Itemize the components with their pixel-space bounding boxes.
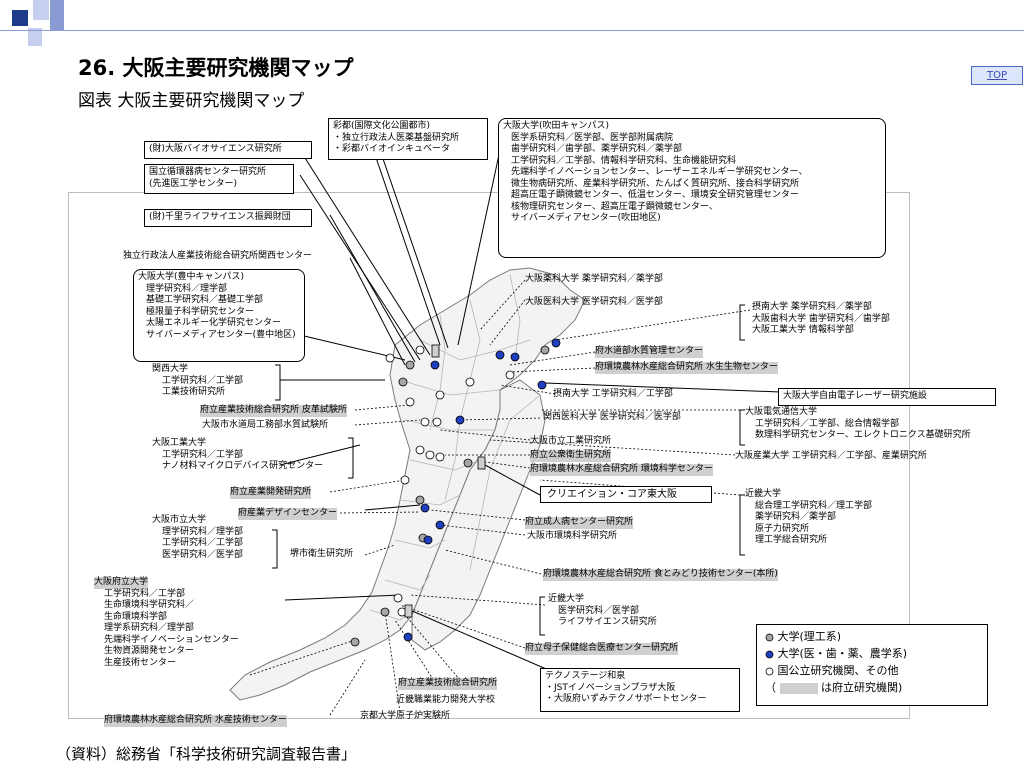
water-quality-lab-label: 大阪市水道局工務部水質試験所 (202, 420, 329, 430)
white-dot-icon (765, 667, 774, 675)
prefectural-swatch (779, 682, 818, 694)
fisheries-center-label: 府環境農林水産総合研究所 水産技術センター (104, 715, 287, 727)
marker-science-university (405, 360, 415, 370)
header-square-dark (12, 10, 28, 26)
marker-prefectural-institute (404, 604, 413, 618)
legend-row-science: 大学(理工系) (765, 628, 979, 645)
marker-national-institute (505, 370, 515, 380)
marker-national-institute (400, 475, 410, 485)
marker-science-university (415, 495, 425, 505)
env-science-center-label: 府環境農林水産総合研究所 環境科学センター (530, 464, 713, 476)
marker-national-institute (415, 445, 425, 455)
header-square-mid (50, 0, 64, 30)
marker-medical-university (495, 350, 505, 360)
medical-college-label: 大阪医科大学 医学研究科／医学部 (525, 297, 663, 307)
adult-disease-label: 府立成人病センター研究所 (525, 517, 634, 529)
aist-kansai-label: 独立行政法人産業技術総合研究所関西センター (123, 251, 313, 261)
oecu-label: 大阪電気通信大学 工学研究科／工学部、総合情報学部 数理科学研究センター、エレク… (745, 407, 971, 440)
source-note: （資料）総務省「科学技術研究調査報告書」 (56, 745, 357, 763)
ocu-label: 大阪市立大学 理学研究科／理学部 工学研究科／工学部 医学研究科／医学部 (152, 515, 244, 560)
industrial-dev-label: 府立産業開発研究所 (230, 487, 312, 499)
header-rule (0, 30, 1024, 31)
marker-medical-university (420, 503, 430, 513)
marker-national-institute (415, 345, 425, 355)
marker-medical-university (403, 632, 413, 642)
legend-row-prefectural: （ は府立研究機関) (765, 681, 903, 694)
aquatic-center-label: 府環境農林水産総合研究所 水生生物センター (595, 362, 778, 374)
legend-row-medical: 大学(医・歯・薬、農学系) (765, 645, 979, 662)
oit-label: 大阪工業大学 工学研究科／工学部 ナノ材料マイクロデバイス研究センター (152, 438, 324, 471)
marker-medical-university (435, 520, 445, 530)
suita-campus-box: 大阪大学(吹田キャンパス) 医学系研究科／医学部、医学部附属病院 歯学研究科／歯… (498, 118, 886, 258)
marker-medical-university (423, 535, 433, 545)
pharmacy-univ-label: 大阪薬科大学 薬学研究科／薬学部 (525, 274, 663, 284)
marker-national-institute (435, 452, 445, 462)
header-square-light (33, 0, 49, 20)
gray-dot-icon (765, 633, 774, 641)
city-industrial-label: 大阪市立工業研究所 (530, 436, 612, 446)
osaka-bioscience-box: (財)大阪バイオサイエンス研究所 (144, 141, 312, 159)
food-green-center-label: 府環境農林水産総合研究所 食とみどり技術センター(本所) (543, 569, 778, 581)
marker-science-university (380, 607, 390, 617)
kansai-medical-label: 関西医科大学 医学研究科／医学部 (543, 412, 681, 422)
public-health-label: 府立公衆衛生研究所 (530, 450, 612, 462)
page-title: 26. 大阪主要研究機関マップ (78, 56, 354, 80)
creation-core-box: クリエイション・コア東大阪 (540, 486, 712, 503)
map-frame (68, 192, 910, 719)
setsunan-eng-label: 摂南大学 工学研究科／工学部 (553, 389, 673, 399)
marker-national-institute (393, 593, 403, 603)
marker-national-institute (432, 417, 442, 427)
marker-medical-university (537, 380, 547, 390)
marker-medical-university (455, 415, 465, 425)
city-env-science-label: 大阪市環境科学研究所 (527, 531, 618, 541)
marker-science-university (540, 345, 550, 355)
kindai-med-label: 近畿大学 医学研究科／医学部 ライフサイエンス研究所 (548, 594, 657, 627)
fel-box: 大阪大学自由電子レーザー研究施設 (778, 388, 996, 406)
marker-national-institute (465, 377, 475, 387)
marker-prefectural-institute (477, 456, 486, 470)
osaka-sangyo-label: 大阪産業大学 工学研究科／工学部、産業研究所 (735, 451, 927, 461)
marker-science-university (350, 637, 360, 647)
technostage-box: テクノステージ和泉 ・JSTイノベーションプラザ大阪 ・大阪府いずみテクノサポー… (540, 668, 740, 712)
header-square-pale (28, 28, 42, 46)
marker-science-university (398, 377, 408, 387)
marker-medical-university (430, 360, 440, 370)
kinki-polytechnic-label: 近畿職業能力開発大学校 (396, 695, 496, 705)
marker-national-institute (425, 450, 435, 460)
kyoto-reactor-label: 京都大学原子炉実験所 (360, 711, 451, 721)
prefectural-tech-label: 府立産業技術総合研究所 (398, 678, 498, 690)
figure-caption: 図表 大阪主要研究機関マップ (78, 91, 305, 111)
kansai-univ-label: 関西大学 工学研究科／工学部 工業技術研究所 (152, 364, 244, 397)
marker-national-institute (435, 390, 445, 400)
toyonaka-campus-box: 大阪大学(豊中キャンパス) 理学研究科／理学部 基礎工学研究科／基礎工学部 極限… (133, 269, 305, 362)
design-center-label: 府産業デザインセンター (238, 508, 338, 520)
opu-label: 大阪府立大学 工学研究科／工学部 生命環境科学研究科／ 生命環境科学部 理学系研… (94, 577, 239, 668)
sakai-health-label: 堺市衛生研究所 (290, 549, 354, 559)
blue-dot-icon (765, 650, 774, 658)
legend-row-public: 国公立研究機関、その他 (765, 662, 979, 679)
marker-science-university (463, 458, 473, 468)
marker-national-institute (385, 353, 395, 363)
sangi-leather-label: 府立産業技術総合研究所 皮革試験所 (200, 405, 347, 417)
hirakata-label: 摂南大学 薬学研究科／薬学部 大阪歯科大学 歯学研究科／歯学部 大阪工業大学 情… (752, 302, 890, 335)
top-link-button[interactable]: TOP (971, 66, 1023, 85)
marker-prefectural-institute (431, 344, 440, 358)
senri-life-box: (財)千里ライフサイエンス振興財団 (144, 209, 312, 227)
water-management-label: 府水道部水質管理センター (595, 346, 704, 358)
marker-medical-university (510, 352, 520, 362)
ncvc-box: 国立循環器病センター研究所 (先進医工学センター) (144, 164, 294, 194)
legend: 大学(理工系) 大学(医・歯・薬、農学系) 国公立研究機関、その他 （ は府立研… (756, 624, 988, 706)
marker-medical-university (551, 338, 561, 348)
saito-box: 彩都(国際文化公園都市) ・独立行政法人医薬基盤研究所 ・彩都バイオインキュベー… (328, 118, 488, 160)
kindai-science-label: 近畿大学 総合理工学研究科／理工学部 薬学研究科／薬学部 原子力研究所 理工学総… (745, 489, 873, 545)
marker-national-institute (405, 397, 415, 407)
marker-national-institute (420, 417, 430, 427)
maternal-health-label: 府立母子保健総合医療センター研究所 (525, 643, 679, 655)
